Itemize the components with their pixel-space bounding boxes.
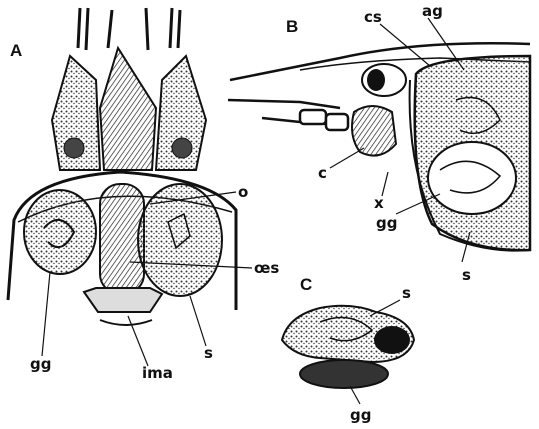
label-a-oes: œs [254,259,279,277]
panel-b-label: B [286,17,298,36]
panel-a-left-ganglion [24,190,96,274]
label-b-cs: cs [364,8,382,26]
panel-b-green-gland [428,142,516,214]
label-a-gg: gg [30,355,51,373]
panel-a-mouth-plate [84,288,162,312]
panel-a-left-eye [64,138,84,158]
label-a-s: s [204,344,213,362]
panel-a-label: A [10,41,22,60]
panel-c-green-gland [300,360,388,388]
label-c-gg: gg [350,406,371,424]
label-b-gg: gg [376,214,397,232]
panel-c-label: C [300,275,312,294]
label-b-s: s [462,266,471,284]
label-b-ag: ag [422,2,443,20]
panel-b-antennae [228,100,348,130]
panel-a-antennae [78,8,180,50]
label-a-o: o [238,183,248,201]
panel-a-right-ganglion [138,184,222,296]
panel-c: C s gg [282,275,414,424]
panel-b-brain [352,106,396,156]
label-a-ima: ima [142,364,173,382]
label-b-c: c [318,164,327,182]
panel-a-rostrum [100,48,156,170]
panel-b: B cs ag [228,2,530,284]
panel-a-right-eye [172,138,192,158]
label-c-s: s [402,284,411,302]
label-b-x: x [374,194,384,212]
panel-a: A [8,8,279,382]
